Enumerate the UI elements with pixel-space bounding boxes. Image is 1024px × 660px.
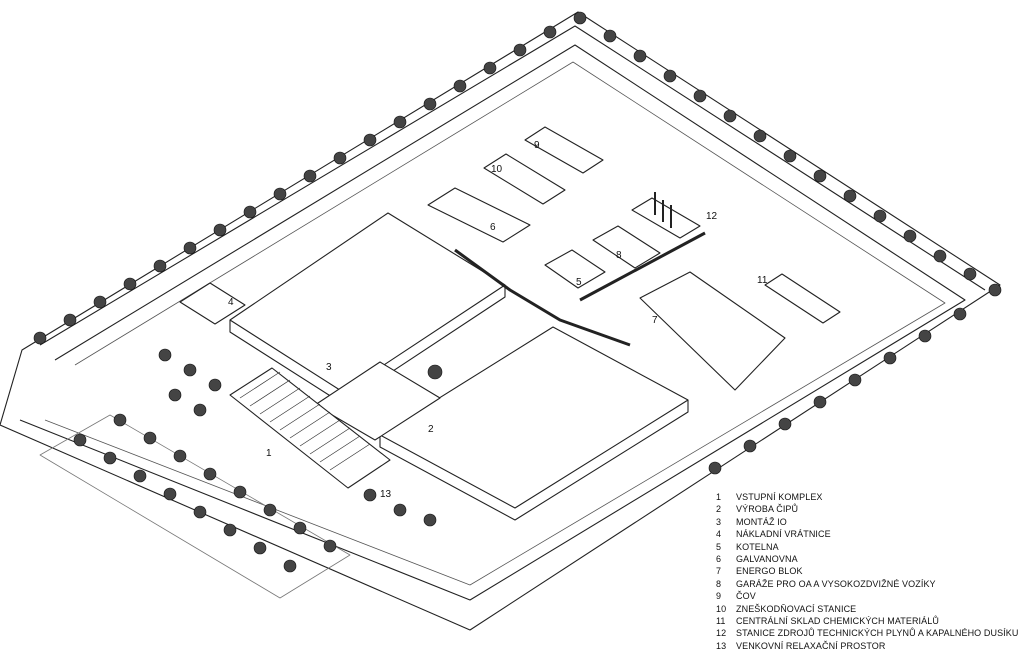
legend: 1 VSTUPNÍ KOMPLEX 2 VÝROBA ČIPŮ 3 MONTÁŽ IO 4 N…: [716, 491, 1022, 652]
building-labels: 1 2 3 4 5 6 7 8 9 10 11 12 13: [228, 140, 768, 500]
legend-label: NÁKLADNÍ VRÁTNICE: [736, 529, 831, 540]
building-4-nakladni-vratnice: [179, 282, 246, 325]
legend-label: GALVANOVNA: [736, 553, 798, 564]
legend-item: 2 VÝROBA ČIPŮ: [716, 503, 1022, 515]
legend-item: 13 VENKOVNÍ RELAXAČNÍ PROSTOR: [716, 640, 1022, 652]
building-12-stanice-plynu: [631, 197, 701, 239]
legend-item: 6 GALVANOVNA: [716, 553, 1022, 565]
label-8: 8: [616, 250, 622, 261]
legend-item: 1 VSTUPNÍ KOMPLEX: [716, 491, 1022, 503]
parking-area: [39, 414, 351, 599]
label-10: 10: [491, 164, 503, 175]
legend-label: MONTÁŽ IO: [736, 516, 787, 527]
tree-row: [33, 11, 1002, 573]
legend-item: 10 ZNEŠKODŇOVACÍ STANICE: [716, 603, 1022, 615]
legend-label: ZNEŠKODŇOVACÍ STANICE: [736, 603, 857, 614]
label-1: 1: [266, 448, 272, 459]
building-12-chimneys: [654, 192, 672, 228]
building-6-galvanovna: [427, 187, 531, 243]
legend-item: 5 KOTELNA: [716, 541, 1022, 553]
label-7: 7: [652, 315, 658, 326]
legend-item: 11 CENTRÁLNÍ SKLAD CHEMICKÝCH MATERIÁLŮ: [716, 615, 1022, 627]
legend-label: VÝROBA ČIPŮ: [736, 504, 799, 515]
legend-number: 4: [716, 529, 722, 540]
legend-number: 13: [716, 640, 727, 651]
legend-item: 8 GARÁŽE PRO OA A VYSOKOZDVIŽNÉ VOZÍKY: [716, 578, 1022, 590]
utility-bridge: [454, 248, 631, 347]
label-11: 11: [757, 275, 768, 286]
legend-number: 7: [716, 566, 722, 577]
building-7-energo-blok: [639, 271, 786, 391]
legend-number: 2: [716, 504, 722, 515]
legend-label: GARÁŽE PRO OA A VYSOKOZDVIŽNÉ VOZÍKY: [736, 578, 936, 589]
legend-number: 6: [716, 553, 722, 564]
perimeter-road: [19, 44, 966, 601]
legend-number: 3: [716, 516, 722, 527]
legend-label: ENERGO BLOK: [736, 566, 803, 577]
legend-label: STANICE ZDROJŮ TECHNICKÝCH PLYNŮ A KAPAL…: [736, 628, 1019, 639]
legend-label: ČOV: [736, 591, 756, 602]
utility-bridge-branch: [579, 231, 706, 302]
legend-number: 5: [716, 541, 722, 552]
label-6: 6: [490, 222, 496, 233]
building-9-cov: [524, 126, 604, 174]
label-9: 9: [534, 140, 540, 151]
legend-label: KOTELNA: [736, 541, 779, 552]
building-5-kotelna: [544, 249, 606, 289]
legend-item: 12 STANICE ZDROJŮ TECHNICKÝCH PLYNŮ A KAP…: [716, 627, 1022, 639]
legend-number: 10: [716, 603, 727, 614]
label-2: 2: [428, 424, 434, 435]
legend-label: CENTRÁLNÍ SKLAD CHEMICKÝCH MATERIÁLŮ: [736, 615, 939, 626]
legend-number: 12: [716, 628, 727, 639]
perimeter-road-inner: [44, 61, 946, 586]
label-5: 5: [576, 277, 582, 288]
building-connector: [314, 361, 441, 441]
legend-item: 3 MONTÁŽ IO: [716, 516, 1022, 528]
legend-item: 7 ENERGO BLOK: [716, 565, 1022, 577]
legend-label: VSTUPNÍ KOMPLEX: [736, 492, 823, 502]
legend-number: 9: [716, 591, 722, 602]
building-2-wall: [379, 400, 689, 521]
building-1-stairs: [239, 371, 371, 471]
building-10-zneskodnovaci-stanice: [483, 153, 566, 205]
label-12: 12: [706, 211, 718, 222]
legend-label: VENKOVNÍ RELAXAČNÍ PROSTOR: [736, 640, 886, 651]
legend-item: 4 NÁKLADNÍ VRÁTNICE: [716, 528, 1022, 540]
label-13: 13: [380, 489, 392, 500]
legend-number: 1: [716, 492, 722, 502]
building-1-vstupni-komplex: [229, 367, 391, 489]
legend-number: 11: [716, 615, 726, 626]
building-8-garaze: [592, 225, 661, 269]
label-4: 4: [228, 297, 234, 308]
label-3: 3: [326, 362, 332, 373]
legend-number: 8: [716, 578, 722, 589]
legend-item: 9 ČOV: [716, 590, 1022, 602]
building-11-centralni-sklad: [764, 273, 841, 324]
